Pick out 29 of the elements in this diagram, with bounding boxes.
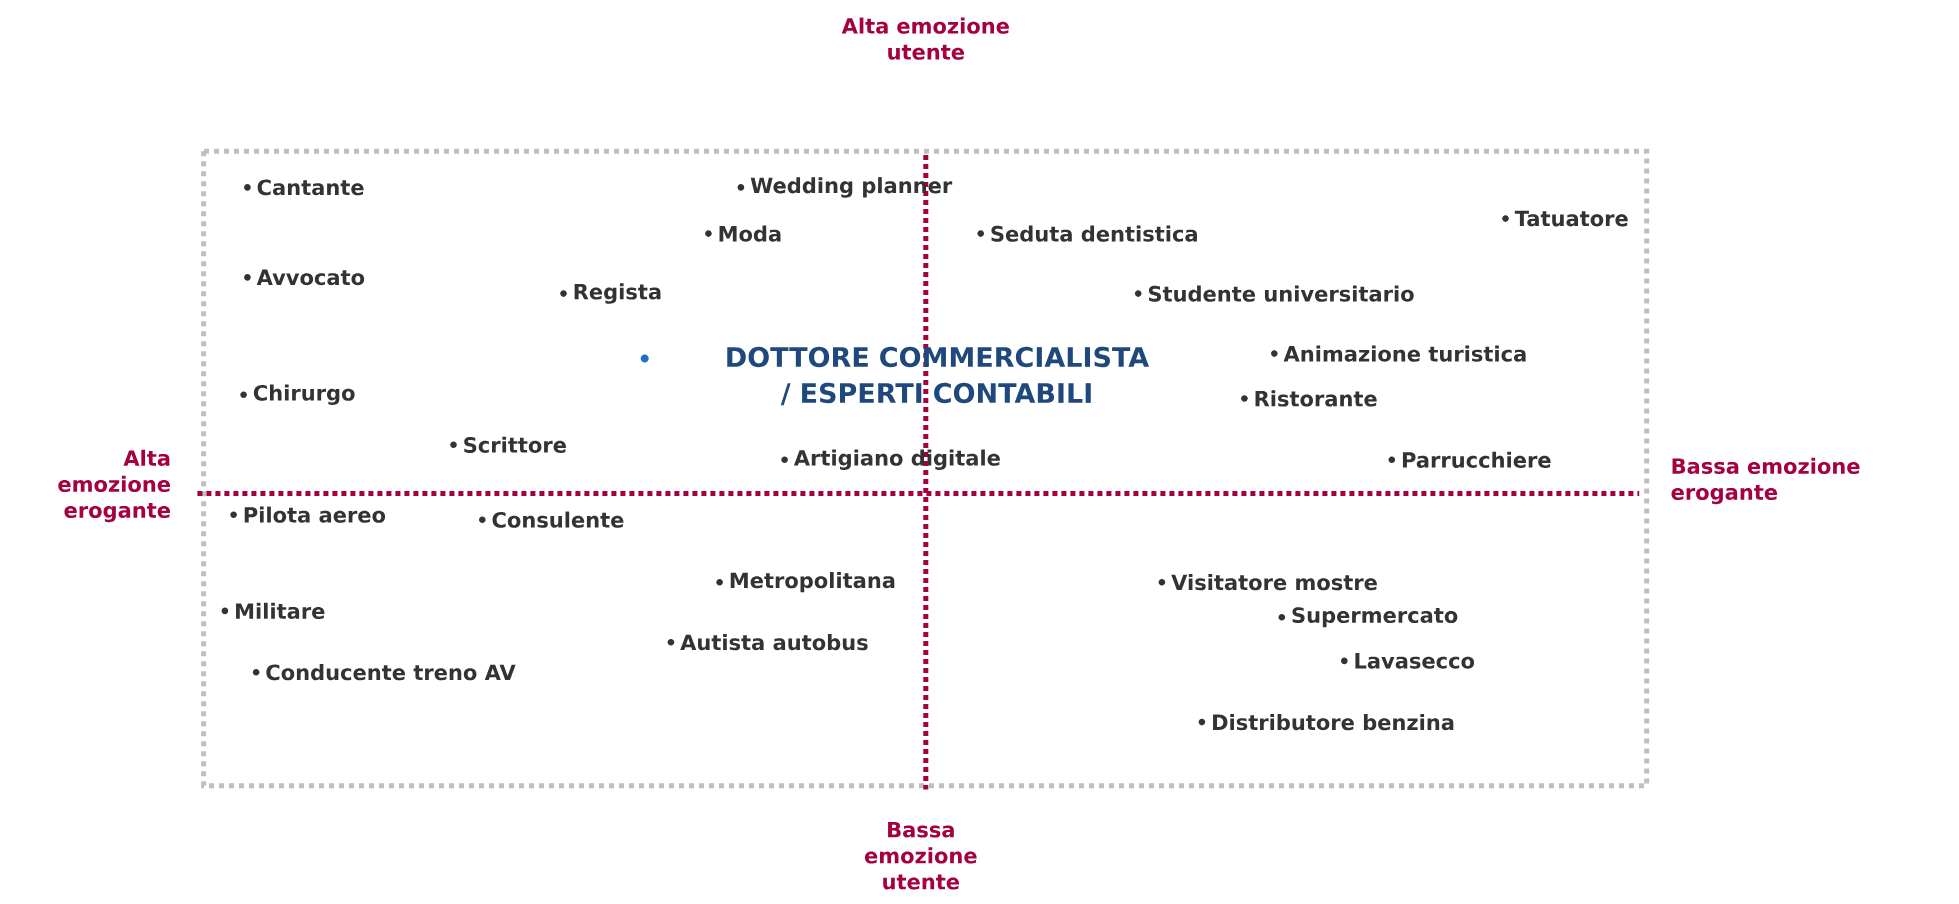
bullet-label: Autista autobus — [667, 634, 868, 651]
bullet-label: Cantante — [244, 179, 364, 196]
bullet-label: DOTTORE COMMERCIALISTA / ESPERTI CONTABILI — [640, 346, 1150, 406]
bullet-label: Seduta dentistica — [977, 225, 1197, 242]
bullet-label: Militare — [221, 602, 325, 619]
bullet-label: Visitatore mostre — [1158, 574, 1377, 591]
bullet-label: Chirurgo — [240, 384, 355, 406]
bullet-label: Moda — [705, 225, 781, 242]
axis-label: Bassa emozione erogante — [1671, 457, 1860, 505]
bullet-label: Animazione turistica — [1271, 345, 1526, 362]
bullet-label: Scrittore — [450, 436, 566, 453]
axis-label: Alta emozione utente — [841, 17, 1009, 60]
bullet-label: Avvocato — [244, 269, 365, 286]
bullet-label: Studente universitario — [1134, 285, 1414, 302]
bullet-label: Parrucchiere — [1388, 451, 1551, 468]
bullet-label: Regista — [560, 283, 661, 304]
bullet-label: Tatuatore — [1502, 210, 1628, 227]
bullet-label: Supermercato — [1278, 607, 1458, 628]
axis-label: Bassa emozione utente — [864, 822, 977, 890]
bullet-label: Ristorante — [1241, 390, 1377, 407]
bullet-label: Consulente — [479, 511, 624, 528]
bullet-label: Lavasecco — [1341, 653, 1475, 669]
bullet-label: Conducente treno AV — [252, 664, 516, 681]
bullet-label: Artigiano digitale — [781, 449, 1000, 471]
bullet-label: Metropolitana — [716, 572, 895, 593]
bullet-label: Pilota aereo — [230, 506, 386, 523]
bullet-label: Wedding planner — [737, 177, 953, 198]
bullet-label: Distributore benzina — [1198, 713, 1454, 731]
axis-label: Alta emozione erogante — [58, 449, 170, 523]
